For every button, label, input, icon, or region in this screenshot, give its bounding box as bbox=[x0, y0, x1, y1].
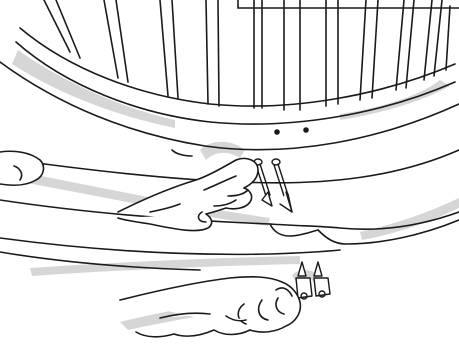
spindle bbox=[218, 0, 219, 106]
spindle bbox=[446, 6, 450, 70]
spindle bbox=[104, 0, 118, 78]
spindle bbox=[396, 0, 404, 90]
spindle bbox=[424, 0, 432, 80]
spindle bbox=[360, 0, 366, 100]
spindle bbox=[434, 0, 442, 76]
spindle bbox=[172, 0, 178, 98]
crib-spindles bbox=[44, 0, 459, 110]
barrel-nut-right bbox=[314, 278, 330, 297]
spindle bbox=[372, 0, 378, 98]
upper-bolts bbox=[254, 159, 292, 212]
lower-hand bbox=[120, 277, 300, 337]
left-hand-fragment bbox=[0, 151, 43, 185]
spindle bbox=[406, 0, 414, 88]
spindle bbox=[206, 0, 208, 104]
insert-arrow-icon bbox=[262, 192, 292, 212]
spindle bbox=[116, 0, 128, 82]
spindle bbox=[160, 0, 168, 96]
bolt-upper-right bbox=[272, 159, 288, 196]
